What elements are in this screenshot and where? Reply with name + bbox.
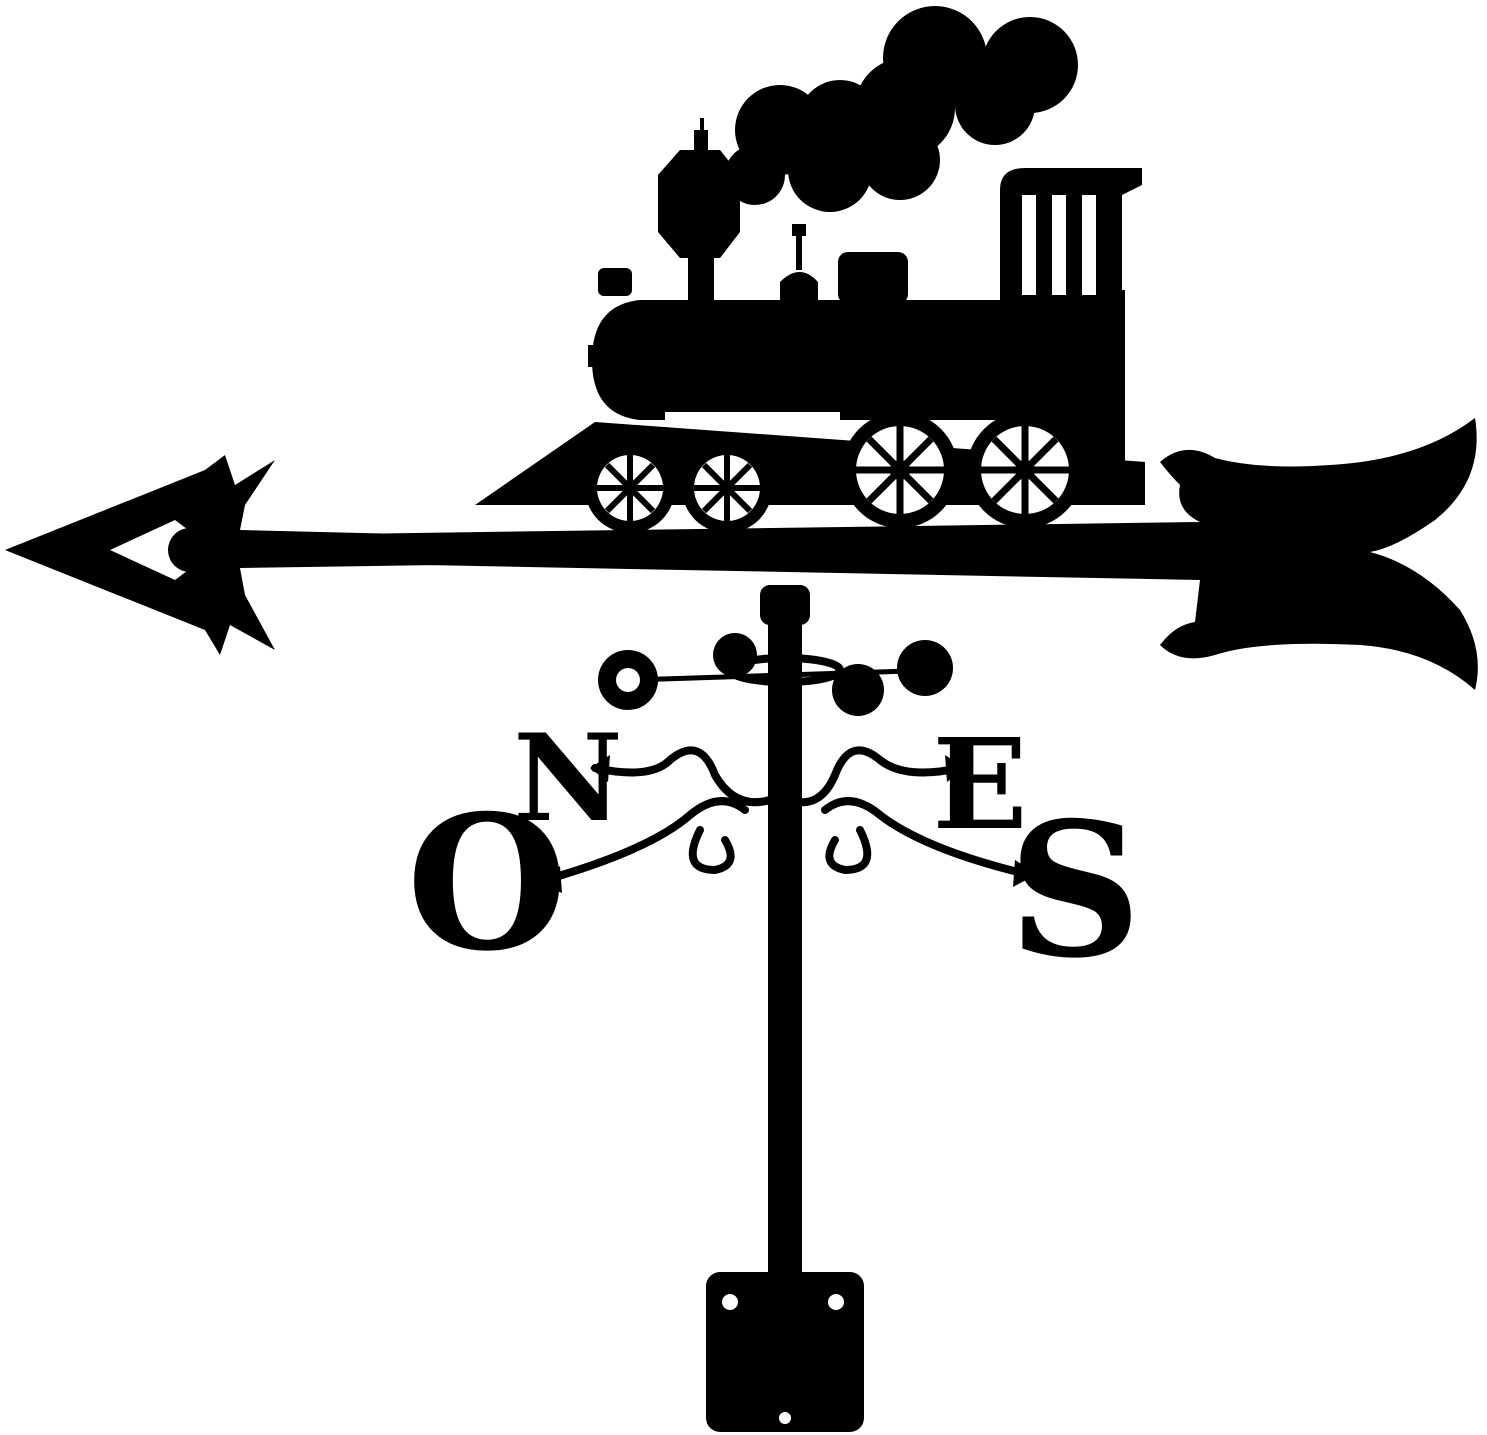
smoke-plume: [725, 6, 1078, 212]
anemometer-cup: [832, 664, 884, 716]
compass-west-letter: O: [406, 774, 567, 992]
smokestack: [658, 150, 740, 258]
steam-dome: [780, 272, 818, 300]
wheel-front-2: [682, 443, 772, 533]
pole-cap: [760, 585, 810, 625]
anemometer-cup: [713, 633, 757, 677]
running-board: [665, 412, 840, 422]
wheels: [585, 412, 1083, 533]
compass-east-letter: E: [932, 712, 1027, 858]
compass-north-letter: N: [513, 708, 623, 849]
arrow-tail: [1160, 418, 1478, 690]
mounting-bracket: [706, 1272, 864, 1432]
cab: [1000, 168, 1142, 300]
anemometer: [598, 633, 953, 716]
sand-dome: [838, 252, 908, 304]
arrow-ball: [168, 528, 212, 572]
bracket-screw-hole: [779, 1412, 791, 1424]
arrow-head: [5, 455, 440, 655]
anemometer-cup: [897, 640, 953, 696]
bracket-screw-hole: [828, 1294, 844, 1310]
arrow: [5, 418, 1478, 690]
wheel-drive-2: [967, 412, 1083, 528]
compass-south-letter: S: [1008, 781, 1142, 999]
compass-arms: [541, 746, 1034, 884]
wheel-drive-1: [842, 412, 958, 528]
wheel-front-1: [585, 443, 675, 533]
bracket-screw-hole: [722, 1294, 738, 1310]
headlamp: [598, 268, 632, 296]
compass-arrowheads: [538, 755, 1037, 893]
boiler: [592, 300, 1010, 420]
arrow-shaft: [270, 522, 1200, 580]
pole: [768, 585, 802, 1345]
